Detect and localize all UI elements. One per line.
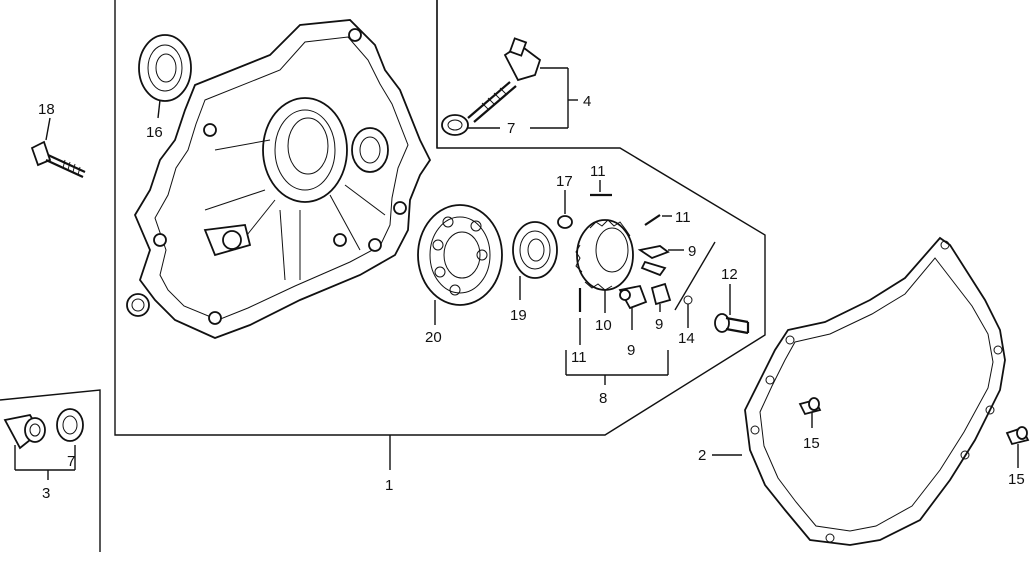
drain-plug-3 bbox=[3, 413, 76, 480]
callout-7-upper: 7 bbox=[507, 120, 515, 137]
callout-10: 10 bbox=[595, 317, 612, 334]
ball-bearing-20 bbox=[417, 204, 503, 325]
ball-bearing-19 bbox=[512, 221, 558, 300]
flange-bolt-18 bbox=[30, 117, 86, 178]
callout-labels: 1 2 3 4 7 7 8 9 9 9 10 11 11 11 12 14 15… bbox=[38, 93, 1025, 502]
washer-7-lower bbox=[56, 408, 84, 442]
governor-assembly-8 bbox=[557, 180, 716, 385]
callout-9-c: 9 bbox=[655, 316, 663, 333]
bolt-12 bbox=[714, 284, 750, 335]
dowel-pin-15-b bbox=[1005, 426, 1030, 468]
callout-2: 2 bbox=[698, 447, 706, 464]
callout-11-right: 11 bbox=[675, 209, 691, 226]
gasket-2 bbox=[712, 236, 1006, 546]
crankcase-cover bbox=[126, 19, 432, 339]
callout-17: 17 bbox=[556, 173, 573, 190]
callout-9-a: 9 bbox=[688, 243, 696, 260]
callout-3: 3 bbox=[42, 485, 50, 502]
callout-1: 1 bbox=[385, 477, 393, 494]
oil-filler-cap-4 bbox=[467, 37, 578, 129]
callout-18: 18 bbox=[38, 101, 55, 118]
callout-11-lower: 11 bbox=[571, 349, 587, 366]
callout-15-a: 15 bbox=[803, 435, 820, 452]
assembly-3-boundary bbox=[0, 389, 101, 552]
assembly-1-boundary bbox=[114, 0, 766, 470]
o-ring-7-upper bbox=[441, 114, 500, 136]
oil-seal-16 bbox=[138, 34, 192, 119]
callout-11-top: 11 bbox=[590, 163, 606, 180]
callout-9-b: 9 bbox=[627, 342, 635, 359]
callout-7-lower: 7 bbox=[67, 453, 75, 470]
callout-16: 16 bbox=[146, 124, 163, 141]
callout-20: 20 bbox=[425, 329, 442, 346]
callout-14: 14 bbox=[678, 330, 695, 347]
callout-19: 19 bbox=[510, 307, 527, 324]
callout-8: 8 bbox=[599, 390, 607, 407]
callout-12: 12 bbox=[721, 266, 738, 283]
callout-4: 4 bbox=[583, 93, 591, 110]
dowel-pin-15-a bbox=[798, 397, 822, 428]
callout-15-b: 15 bbox=[1008, 471, 1025, 488]
